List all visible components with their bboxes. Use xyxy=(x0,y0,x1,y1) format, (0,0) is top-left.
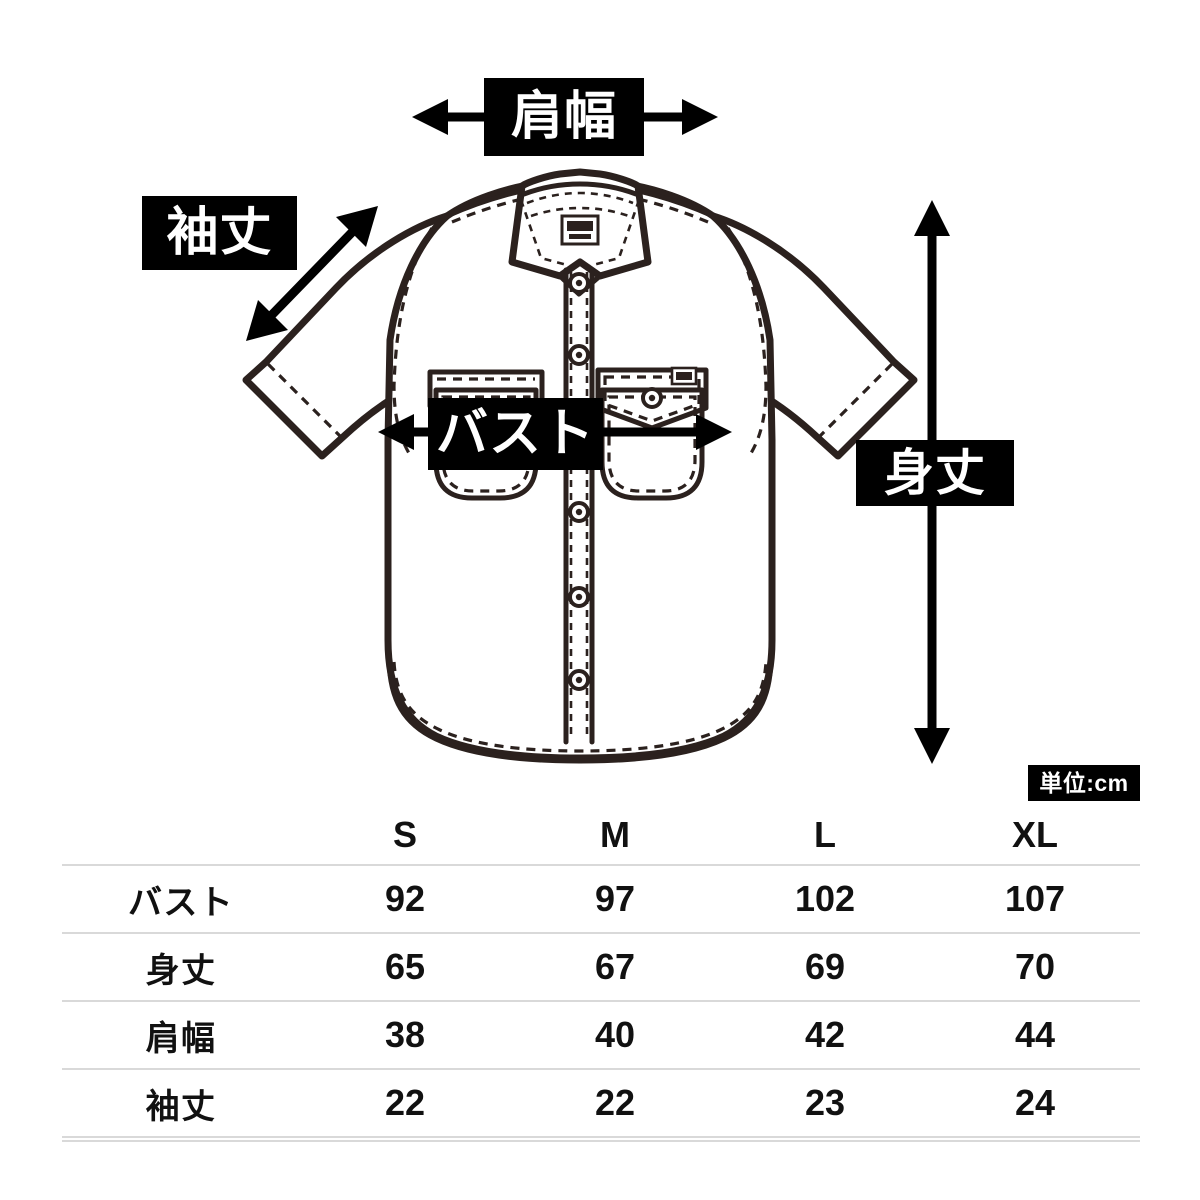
row-label-shoulder-width: 肩幅 xyxy=(145,1019,217,1058)
sleeve-length-arrow xyxy=(246,206,378,341)
unit-badge: 単位:cm xyxy=(1028,765,1140,801)
cell-sleeve-length-s: 22 xyxy=(384,1082,426,1123)
size-header-s: S xyxy=(392,814,417,855)
table-bottom-rule xyxy=(62,1140,1140,1142)
size-header-xl: XL xyxy=(1011,814,1058,855)
row-label-body-length: 身丈 xyxy=(145,951,217,990)
placket-buttons xyxy=(568,272,590,691)
table-row: 袖丈 22 22 23 24 xyxy=(62,1069,1140,1137)
cell-sleeve-length-m: 22 xyxy=(594,1082,636,1123)
cell-bust-xl: 107 xyxy=(1004,878,1066,919)
row-label-sleeve-length: 袖丈 xyxy=(145,1087,217,1126)
label-shoulder-width: 肩幅 xyxy=(484,78,644,156)
table-row: 身丈 65 67 69 70 xyxy=(62,933,1140,1001)
garment-diagram: .outline { fill:#ffffff; stroke:#2b211e;… xyxy=(142,78,1140,801)
size-table-body: バスト 92 97 102 107 身丈 65 67 69 70 肩幅 38 4… xyxy=(62,865,1140,1137)
label-body-length: 身丈 xyxy=(856,440,1014,506)
label-sleeve-length: 袖丈 xyxy=(142,196,297,270)
chest-pocket-right xyxy=(595,366,709,501)
size-table: S M L XL バスト 92 97 102 107 身丈 65 67 69 7… xyxy=(62,806,1140,1138)
brand-neck-label xyxy=(560,214,600,246)
size-header-l: L xyxy=(814,814,836,855)
cell-sleeve-length-xl: 24 xyxy=(1014,1082,1056,1123)
cell-bust-s: 92 xyxy=(384,878,426,919)
cell-body-length-m: 67 xyxy=(594,946,636,987)
size-header-m: M xyxy=(600,814,630,855)
table-row: 肩幅 38 40 42 44 xyxy=(62,1001,1140,1069)
cell-body-length-xl: 70 xyxy=(1014,946,1056,987)
cell-shoulder-width-l: 42 xyxy=(804,1014,846,1055)
cell-body-length-s: 65 xyxy=(384,946,426,987)
size-table-head: S M L XL xyxy=(62,806,1140,865)
cell-bust-l: 102 xyxy=(794,878,856,919)
pocket-brand-tab xyxy=(670,366,698,386)
cell-body-length-l: 69 xyxy=(804,946,846,987)
label-bust: バスト xyxy=(428,398,603,470)
cell-shoulder-width-s: 38 xyxy=(384,1014,426,1055)
cell-bust-m: 97 xyxy=(594,878,636,919)
table-row: バスト 92 97 102 107 xyxy=(62,865,1140,933)
cell-sleeve-length-l: 23 xyxy=(804,1082,846,1123)
cell-shoulder-width-m: 40 xyxy=(594,1014,636,1055)
size-table-corner xyxy=(62,806,300,865)
cell-shoulder-width-xl: 44 xyxy=(1014,1014,1056,1055)
size-table-header-row: S M L XL xyxy=(62,806,1140,865)
row-label-bust: バスト xyxy=(127,883,235,922)
